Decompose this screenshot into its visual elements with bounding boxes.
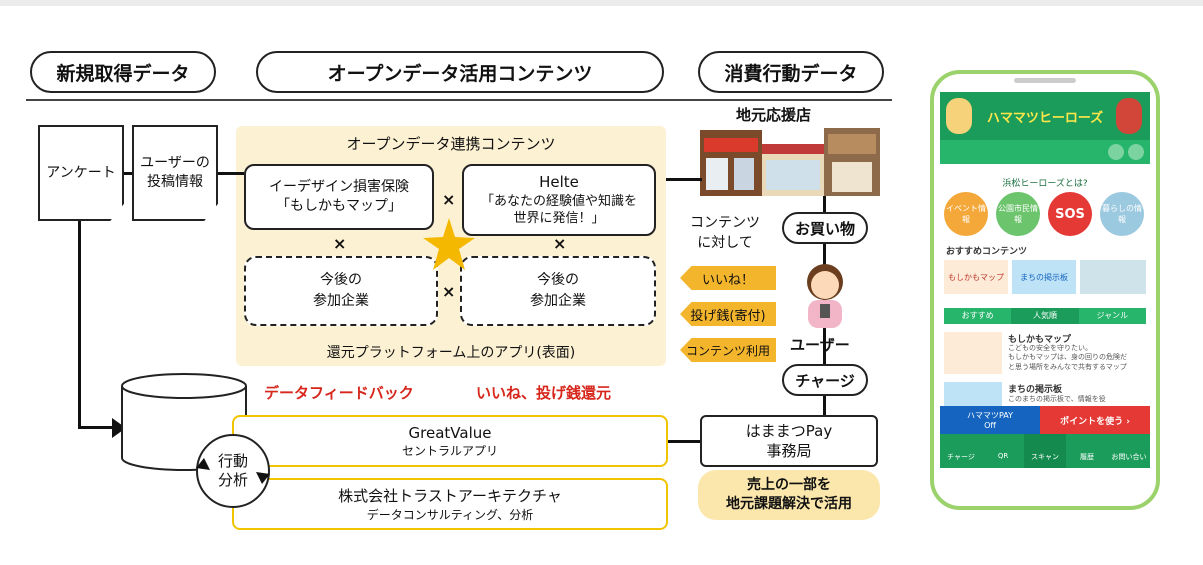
user-post-doc: ユーザーの投稿情報 bbox=[132, 125, 218, 221]
hero-left-icon bbox=[946, 98, 972, 134]
app-title: ハママツヒーローズ bbox=[986, 110, 1104, 126]
tip-tag: 投げ銭(寄付) bbox=[680, 302, 776, 326]
phone-screen: ハママツヒーローズ 浜松ヒーローズとは? イベント情報 公園市民情報 SOS 暮… bbox=[940, 92, 1150, 468]
header-new-data: 新規取得データ bbox=[30, 51, 216, 93]
times-sign-top: × bbox=[442, 190, 456, 209]
connector-survey-down bbox=[78, 221, 81, 429]
greatvalue-box: GreatValue セントラルアプリ bbox=[232, 415, 668, 467]
connector-panel-to-store bbox=[666, 178, 702, 181]
card-moshikamo[interactable]: もしかもマップ bbox=[944, 260, 1008, 294]
survey-doc: アンケート bbox=[38, 125, 124, 221]
charge-pill: チャージ bbox=[782, 364, 868, 396]
star-icon bbox=[423, 218, 475, 270]
list-item-title-1[interactable]: もしかもマップ bbox=[1008, 335, 1072, 345]
hero-right-icon bbox=[1116, 98, 1142, 134]
box-helte: Helte 「あなたの経験値や知識を 世界に発信！」 bbox=[462, 164, 656, 236]
header-divider bbox=[26, 99, 892, 101]
panel-footer: 還元プラットフォーム上のアプリ(表面) bbox=[326, 345, 576, 361]
user-label: ユーザー bbox=[790, 336, 850, 354]
circle-life[interactable]: 暮らしの情報 bbox=[1100, 192, 1144, 236]
nav-history[interactable]: 履歴 bbox=[1080, 453, 1094, 461]
header-open-data-content: オープンデータ活用コンテンツ bbox=[256, 51, 664, 93]
like-return-label: いいね、投げ銭還元 bbox=[476, 384, 612, 402]
behavior-analysis-circle: 行動 分析 bbox=[196, 434, 270, 508]
connector-pay-to-greatvalue bbox=[668, 440, 700, 443]
nav-contact[interactable]: お問い合い bbox=[1111, 453, 1147, 461]
survey-label: アンケート bbox=[46, 164, 116, 181]
circle-sos[interactable]: SOS bbox=[1048, 192, 1092, 236]
list-item-thumb-1 bbox=[944, 332, 1002, 374]
connector-user-post-to-panel bbox=[218, 172, 244, 175]
nav-qr[interactable]: QR bbox=[997, 452, 1009, 460]
content-use-tag: コンテンツ利用 bbox=[680, 338, 776, 362]
phone-frame: ハママツヒーローズ 浜松ヒーローズとは? イベント情報 公園市民情報 SOS 暮… bbox=[930, 70, 1160, 510]
cycle-arrows-icon bbox=[196, 458, 270, 484]
gear-icon[interactable] bbox=[1128, 144, 1144, 160]
card-photo[interactable] bbox=[1080, 260, 1146, 294]
like-tag: いいね！ bbox=[680, 266, 776, 290]
trust-architecture-box: 株式会社トラストアーキテクチャ データコンサルティング、分析 bbox=[232, 478, 668, 530]
nav-scan[interactable]: スキャン bbox=[1024, 434, 1066, 468]
user-post-label: ユーザーの投稿情報 bbox=[140, 155, 210, 190]
box-future-2: 今後の 参加企業 bbox=[460, 256, 656, 326]
circle-park[interactable]: 公園市民情報 bbox=[996, 192, 1040, 236]
top-band bbox=[0, 0, 1203, 6]
data-feedback-label: データフィードバック bbox=[264, 384, 414, 402]
user-illustration bbox=[807, 264, 843, 328]
connector-survey-to-db bbox=[78, 426, 114, 429]
circle-event[interactable]: イベント情報 bbox=[944, 192, 988, 236]
times-sign-bottom: × bbox=[442, 282, 456, 301]
settings-icon[interactable] bbox=[1108, 144, 1124, 160]
pay-button[interactable]: ハママツPAY Off bbox=[940, 406, 1040, 434]
nav-charge[interactable]: チャージ bbox=[947, 453, 975, 461]
local-store-label: 地元応援店 bbox=[736, 106, 812, 124]
points-button[interactable]: ポイントを使う › bbox=[1040, 406, 1150, 434]
list-item-text-1: こどもの安全を守りたい。 もしかもマップは、身の回りの危険だ と思う場所をみんな… bbox=[1008, 344, 1127, 371]
times-sign-right: × bbox=[553, 234, 567, 253]
app-header: ハママツヒーローズ bbox=[940, 92, 1150, 140]
times-sign-left: × bbox=[333, 234, 347, 253]
bottom-nav: チャージ QR スキャン 履歴 お問い合い bbox=[940, 434, 1150, 468]
shop-illustration bbox=[700, 128, 880, 196]
hamamatsu-pay-box: はままつPay 事務局 bbox=[700, 415, 878, 467]
sales-box: 売上の一部を 地元課題解決で活用 bbox=[698, 470, 880, 520]
shopping-pill: お買い物 bbox=[782, 212, 868, 244]
tab-bar: おすすめ 人気順 ジャンル bbox=[944, 308, 1146, 324]
box-future-1: 今後の 参加企業 bbox=[244, 256, 438, 326]
list-item-title-2[interactable]: まちの掲示板 bbox=[1008, 385, 1063, 395]
header-consumption-data: 消費行動データ bbox=[698, 51, 884, 93]
card-board[interactable]: まちの掲示板 bbox=[1012, 260, 1076, 294]
open-data-panel-title: オープンデータ連携コンテンツ bbox=[346, 135, 556, 153]
tab-recommended[interactable]: おすすめ bbox=[961, 311, 994, 320]
content-for-label: コンテンツ に対して bbox=[690, 215, 760, 251]
recommended-label: おすすめコンテンツ bbox=[946, 247, 1028, 257]
tab-popular[interactable]: 人気順 bbox=[1011, 308, 1079, 324]
tab-genre[interactable]: ジャンル bbox=[1096, 311, 1129, 320]
box-edesign: イーデザイン損害保険 「もしかもマップ」 bbox=[244, 164, 434, 230]
about-link[interactable]: 浜松ヒーローズとは? bbox=[1002, 179, 1088, 189]
list-item-text-2: このまちの掲示板で、情報を役 bbox=[1008, 395, 1106, 403]
phone-speaker bbox=[1014, 78, 1076, 83]
connector-docs bbox=[124, 172, 132, 175]
